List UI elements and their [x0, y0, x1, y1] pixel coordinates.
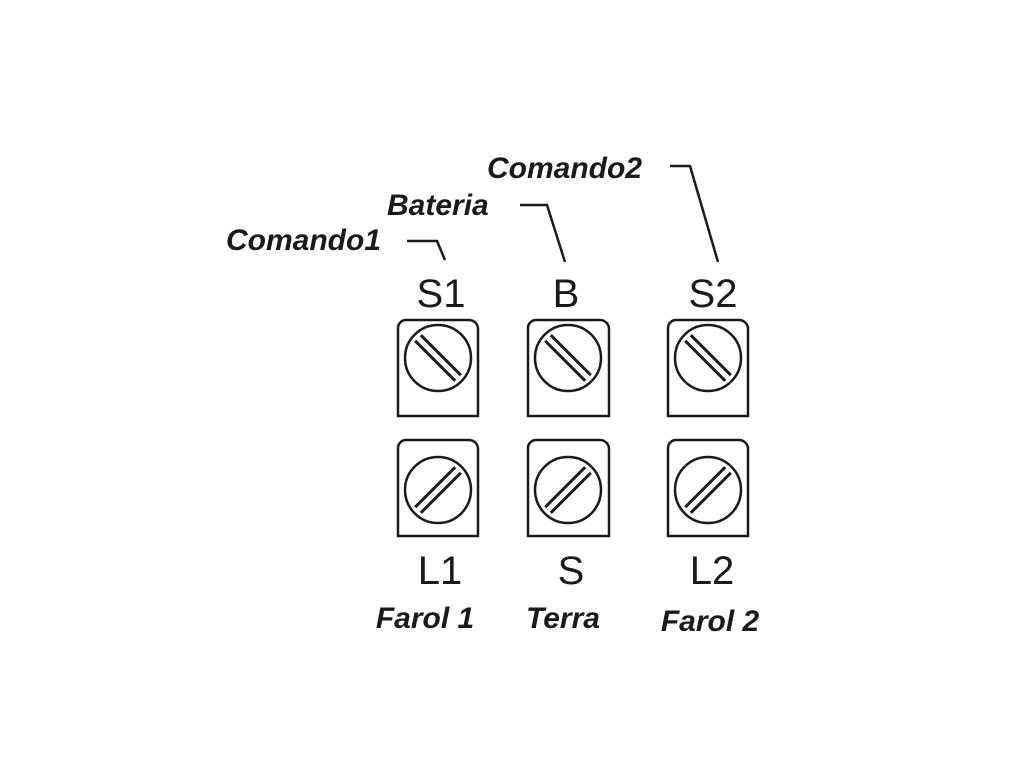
label-farol1: Farol 1: [376, 602, 474, 635]
screw-slot-inner: [416, 468, 460, 512]
terminal-code-s: S: [558, 549, 585, 593]
terminal-code-s1: S1: [417, 272, 466, 316]
callout-bateria: Bateria: [387, 189, 489, 222]
screw-slot-inner: [546, 468, 590, 512]
terminal-code-l1: L1: [418, 549, 463, 593]
leader-comando1: [407, 239, 447, 261]
terminal-s: [526, 438, 611, 538]
terminal-s1: [396, 318, 480, 418]
callout-comando1: Comando1: [226, 224, 381, 257]
label-terra: Terra: [526, 602, 600, 635]
terminal-b: [526, 318, 611, 418]
terminal-code-s2: S2: [689, 272, 738, 316]
label-farol2: Farol 2: [661, 605, 760, 638]
terminal-l1: [396, 438, 480, 538]
leader-comando2: [670, 164, 720, 263]
terminal-s2: [666, 318, 750, 418]
screw-slot-inner: [686, 468, 730, 512]
terminal-code-l2: L2: [690, 549, 735, 593]
leader-bateria: [520, 203, 567, 263]
callout-comando2: Comando2: [487, 152, 642, 185]
screw-slot-inner: [686, 336, 730, 380]
terminal-code-b: B: [553, 272, 580, 316]
terminal-l2: [666, 438, 750, 538]
screw-slot-inner: [416, 336, 460, 380]
screw-slot-inner: [546, 336, 590, 380]
